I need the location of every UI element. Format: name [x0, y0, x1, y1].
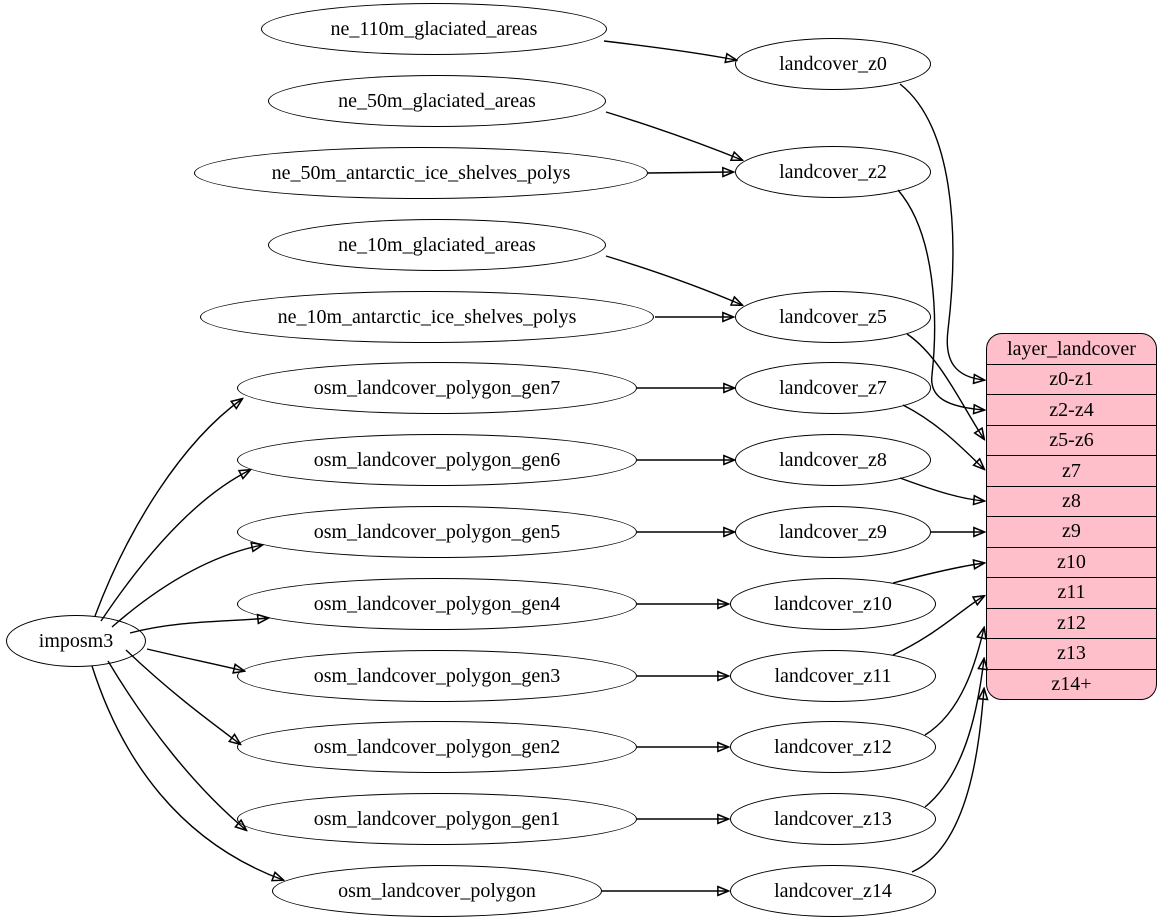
node-label: osm_landcover_polygon_gen3 — [313, 664, 561, 687]
node-label: imposm3 — [38, 629, 114, 652]
edge-landcover_z8-layer_z8 — [899, 477, 984, 501]
node-label: landcover_z13 — [774, 807, 892, 830]
node-landcover_z2: landcover_z2 — [735, 146, 931, 198]
record-row-z2-z4: z2-z4 — [987, 394, 1156, 424]
node-layer_landcover: layer_landcover z0-z1 z2-z4 z5-z6 z7 z8 … — [986, 333, 1157, 700]
node-landcover_z12: landcover_z12 — [730, 721, 936, 773]
edge-landcover_z0-layer_z0-z1 — [899, 83, 984, 380]
node-osm_landcover_polygon_gen2: osm_landcover_polygon_gen2 — [237, 721, 637, 773]
node-label: osm_landcover_polygon — [338, 879, 536, 902]
node-osm_landcover_polygon_gen3: osm_landcover_polygon_gen3 — [237, 650, 637, 702]
record-row-z5-z6: z5-z6 — [987, 424, 1156, 455]
node-label: landcover_z10 — [774, 592, 892, 615]
node-label: ne_50m_glaciated_areas — [338, 89, 536, 112]
record-row-z13: z13 — [987, 638, 1156, 668]
node-label: ne_110m_glaciated_areas — [330, 17, 538, 40]
node-landcover_z5: landcover_z5 — [735, 291, 931, 343]
node-label: landcover_z9 — [779, 520, 887, 543]
node-osm_landcover_polygon_gen5: osm_landcover_polygon_gen5 — [237, 506, 637, 558]
edge-landcover_z14-layer_z14plus — [911, 689, 984, 873]
node-ne_110m_glaciated_areas: ne_110m_glaciated_areas — [261, 3, 607, 55]
edge-landcover_z10-layer_z10 — [892, 563, 984, 584]
edge-landcover_z12-layer_z12 — [924, 628, 984, 736]
node-imposm3: imposm3 — [6, 615, 146, 667]
edge-ne_50m_glaciated_areas-landcover_z2 — [605, 111, 742, 160]
node-label: landcover_z8 — [779, 448, 887, 471]
record-row-z0-z1: z0-z1 — [987, 364, 1156, 394]
node-label: osm_landcover_polygon_gen4 — [313, 592, 561, 615]
node-landcover_z10: landcover_z10 — [730, 578, 936, 630]
record-row-z10: z10 — [987, 546, 1156, 577]
node-label: osm_landcover_polygon_gen1 — [313, 807, 561, 830]
node-ne_10m_glaciated_areas: ne_10m_glaciated_areas — [268, 219, 606, 271]
node-osm_landcover_polygon: osm_landcover_polygon — [272, 865, 602, 917]
edge-imposm3-osm_landcover_polygon_gen6 — [100, 470, 250, 622]
node-landcover_z13: landcover_z13 — [730, 793, 936, 845]
node-label: landcover_z12 — [774, 735, 892, 758]
node-landcover_z9: landcover_z9 — [735, 506, 931, 558]
node-osm_landcover_polygon_gen1: osm_landcover_polygon_gen1 — [237, 793, 637, 845]
node-label: osm_landcover_polygon_gen2 — [313, 735, 561, 758]
node-landcover_z11: landcover_z11 — [730, 650, 936, 702]
node-landcover_z8: landcover_z8 — [735, 434, 931, 486]
record-row-z9: z9 — [987, 516, 1156, 546]
node-label: ne_50m_antarctic_ice_shelves_polys — [271, 161, 571, 184]
edge-ne_10m_glaciated_areas-landcover_z5 — [605, 255, 742, 305]
record-row-z12: z12 — [987, 607, 1156, 638]
edge-imposm3-osm_landcover_polygon_gen5 — [111, 545, 262, 628]
node-label: landcover_z0 — [779, 52, 887, 75]
node-landcover_z14: landcover_z14 — [730, 865, 936, 917]
edge-imposm3-osm_landcover_polygon_gen3 — [146, 648, 244, 671]
node-ne_50m_antarctic_ice_shelves_polys: ne_50m_antarctic_ice_shelves_polys — [194, 147, 648, 199]
record-row-z11: z11 — [987, 577, 1156, 607]
edge-imposm3-osm_landcover_polygon_gen2 — [125, 649, 240, 744]
edge-imposm3-osm_landcover_polygon_gen1 — [107, 660, 246, 830]
edge-imposm3-osm_landcover_polygon_gen4 — [129, 618, 268, 634]
node-label: landcover_z14 — [774, 879, 892, 902]
node-ne_10m_antarctic_ice_shelves_polys: ne_10m_antarctic_ice_shelves_polys — [200, 291, 654, 343]
record-row-z8: z8 — [987, 485, 1156, 516]
record-title: layer_landcover — [1007, 337, 1136, 360]
node-label: landcover_z7 — [779, 376, 887, 399]
node-label: osm_landcover_polygon_gen7 — [313, 376, 561, 399]
node-label: osm_landcover_polygon_gen5 — [313, 520, 561, 543]
node-osm_landcover_polygon_gen4: osm_landcover_polygon_gen4 — [237, 578, 637, 630]
edge-ne_50m_antarctic_ice_shelves_polys-landcover_z2 — [647, 172, 733, 173]
node-label: osm_landcover_polygon_gen6 — [313, 448, 561, 471]
node-ne_50m_glaciated_areas: ne_50m_glaciated_areas — [268, 75, 606, 127]
node-landcover_z7: landcover_z7 — [735, 362, 931, 414]
node-label: landcover_z2 — [779, 160, 887, 183]
node-osm_landcover_polygon_gen7: osm_landcover_polygon_gen7 — [237, 362, 637, 414]
node-label: landcover_z11 — [774, 664, 892, 687]
node-label: ne_10m_glaciated_areas — [338, 233, 536, 256]
edge-ne_110m_glaciated_areas-landcover_z0 — [603, 40, 736, 60]
record-row-z7: z7 — [987, 455, 1156, 485]
edge-imposm3-osm_landcover_polygon — [91, 665, 283, 880]
node-label: ne_10m_antarctic_ice_shelves_polys — [277, 305, 577, 328]
node-label: landcover_z5 — [779, 305, 887, 328]
node-landcover_z0: landcover_z0 — [735, 38, 931, 90]
record-row-z14plus: z14+ — [987, 668, 1156, 699]
edge-imposm3-osm_landcover_polygon_gen7 — [94, 399, 242, 617]
node-osm_landcover_polygon_gen6: osm_landcover_polygon_gen6 — [237, 434, 637, 486]
